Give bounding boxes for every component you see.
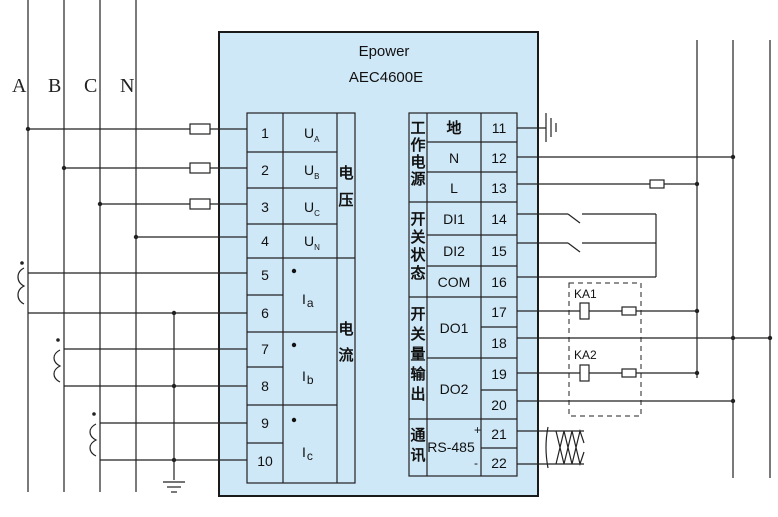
polarity-dot-a — [291, 268, 297, 274]
comm-label-1: 通 — [410, 427, 425, 444]
output-label-5: 出 — [410, 385, 425, 403]
output-label-4: 输 — [410, 365, 426, 383]
comm-label-2: 讯 — [410, 447, 425, 464]
relay-ka2-contact-icon — [621, 368, 637, 378]
switch-di2-icon — [567, 242, 581, 253]
power-label-3: 电 — [410, 153, 425, 171]
signal-ua: UA — [304, 125, 320, 144]
phase-label-b: B — [48, 75, 61, 97]
phase-label-n: N — [120, 75, 134, 97]
label-di1: DI1 — [443, 211, 465, 227]
terminal-1: 1 — [261, 125, 269, 141]
voltage-label-1: 电 — [338, 164, 353, 182]
polarity-dot-b — [291, 342, 297, 348]
voltage-wiring — [25, 123, 247, 240]
ground-icon — [163, 481, 185, 493]
relay-ka2-label: KA2 — [574, 348, 597, 362]
terminal-16: 16 — [491, 274, 507, 290]
fuse-uc-icon — [189, 198, 211, 210]
label-plus: + — [474, 423, 481, 437]
terminal-13: 13 — [491, 180, 507, 196]
terminal-19: 19 — [491, 366, 507, 382]
current-label-1: 电 — [338, 320, 353, 338]
signal-ib: Ib — [302, 368, 314, 387]
twisted-pair-icon — [545, 426, 585, 469]
relay-ka1-contact-icon — [621, 306, 637, 316]
ct-c-icon — [89, 423, 98, 457]
relay-ka1-coil-icon — [579, 302, 590, 320]
terminal-9: 9 — [261, 415, 269, 431]
phase-label-a: A — [12, 75, 27, 97]
current-label-2: 流 — [338, 346, 353, 364]
terminal-5: 5 — [261, 267, 269, 283]
current-wiring — [17, 261, 247, 493]
terminal-18: 18 — [491, 335, 507, 351]
relay-enclosure — [568, 282, 642, 417]
terminal-15: 15 — [491, 243, 507, 259]
switch-label-1: 开 — [410, 211, 425, 228]
label-l: L — [450, 180, 458, 196]
terminal-17: 17 — [491, 304, 507, 320]
phase-bus: A B C N — [12, 0, 137, 492]
label-rs485: RS-485 — [427, 439, 475, 455]
terminal-6: 6 — [261, 305, 269, 321]
terminal-3: 3 — [261, 199, 269, 215]
terminal-2: 2 — [261, 162, 269, 178]
terminal-21: 21 — [491, 426, 507, 442]
signal-ic: Ic — [302, 444, 313, 463]
power-label-4: 源 — [410, 170, 425, 188]
relay-ka1-label: KA1 — [574, 287, 597, 301]
label-com: COM — [438, 274, 471, 290]
switch-di1-icon — [567, 213, 581, 224]
terminal-22: 22 — [491, 455, 507, 471]
device-brand: Epower — [359, 43, 410, 60]
power-label-2: 作 — [410, 136, 425, 154]
earth-ground-icon — [545, 113, 557, 142]
label-ground: 地 — [446, 119, 461, 137]
terminal-4: 4 — [261, 233, 269, 249]
label-do1: DO1 — [440, 320, 469, 336]
terminal-11: 11 — [492, 120, 507, 136]
switch-label-3: 状 — [410, 246, 426, 264]
right-wiring: KA1 KA2 — [517, 40, 773, 478]
power-label-1: 工 — [410, 120, 425, 137]
right-terminal-block: 11 12 13 14 15 16 17 18 19 20 21 22 地 N … — [408, 112, 518, 477]
label-do2: DO2 — [440, 381, 469, 397]
ct-a-icon — [17, 267, 26, 305]
device-model: AEC4600E — [349, 69, 423, 86]
terminal-14: 14 — [491, 211, 507, 227]
fuse-ua-icon — [189, 123, 211, 135]
output-label-1: 开 — [410, 306, 425, 323]
signal-ia: Ia — [302, 291, 314, 310]
label-minus: - — [474, 456, 478, 470]
signal-uc: UC — [304, 199, 320, 218]
left-terminal-block: 1 2 3 4 5 6 7 8 9 10 UA UB UC UN Ia Ib I… — [246, 112, 356, 484]
terminal-20: 20 — [491, 397, 507, 413]
label-n: N — [449, 150, 459, 166]
polarity-dot-c — [291, 417, 297, 423]
terminal-7: 7 — [261, 341, 269, 357]
fuse-ub-icon — [189, 162, 211, 174]
output-label-2: 关 — [410, 325, 425, 343]
fuse-l-icon — [649, 179, 665, 189]
label-di2: DI2 — [443, 243, 465, 259]
switch-label-4: 态 — [410, 264, 425, 282]
output-label-3: 量 — [410, 346, 425, 363]
ct-b-icon — [53, 349, 62, 383]
signal-ub: UB — [304, 162, 319, 181]
phase-label-c: C — [84, 75, 97, 97]
voltage-label-2: 压 — [338, 192, 353, 209]
terminal-12: 12 — [491, 150, 507, 166]
signal-un: UN — [304, 233, 320, 252]
relay-ka2-coil-icon — [579, 364, 590, 382]
switch-label-2: 关 — [410, 228, 425, 246]
terminal-8: 8 — [261, 378, 269, 394]
terminal-10: 10 — [257, 453, 273, 469]
